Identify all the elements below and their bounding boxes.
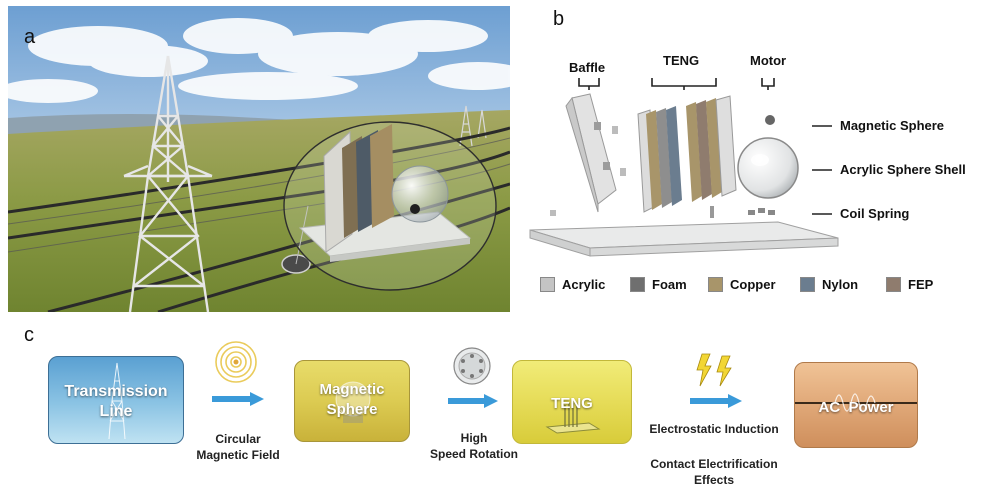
- panel-label-a: a: [24, 26, 36, 48]
- legend-swatch-acrylic: [540, 276, 555, 292]
- flow-step-1-line2: Line: [99, 403, 133, 420]
- teng-layers: [637, 95, 737, 218]
- sphere-icon: [335, 381, 371, 423]
- legend-fep: FEP: [886, 276, 933, 292]
- high-speed-rotation-icon: [453, 347, 491, 385]
- tower-icon: [108, 362, 126, 440]
- legend-swatch-nylon: [800, 276, 815, 292]
- flow-step-magnetic-sphere: Magnetic Sphere: [294, 360, 410, 442]
- caption-contact-electrification-1: Contact Electrification: [650, 457, 778, 471]
- callout-acrylic-sphere-shell: Acrylic Sphere Shell: [840, 162, 966, 177]
- flow-step-2-line1: Magnetic: [319, 381, 385, 398]
- distant-tower-icon: [459, 105, 487, 147]
- legend-swatch-foam: [630, 276, 645, 292]
- legend-acrylic: Acrylic: [540, 276, 605, 292]
- header-teng: TENG: [663, 53, 700, 68]
- flow-step-ac-power: AC Power: [794, 362, 918, 448]
- panel-label-c: c: [24, 324, 34, 346]
- clouds: [8, 18, 510, 103]
- lightning-icon: [696, 353, 732, 387]
- panel-label-b: b: [553, 8, 565, 30]
- transmission-tower-icon: [123, 55, 213, 312]
- caption-high-2: Speed Rotation: [429, 447, 518, 461]
- legend-foam: Foam: [630, 276, 687, 292]
- flow-step-4-label: AC Power: [818, 399, 894, 416]
- legend-nylon: Nylon: [800, 276, 858, 292]
- legend-label-foam: Foam: [652, 276, 687, 292]
- flow-step-transmission-line: Transmission Line: [48, 356, 184, 444]
- circular-magnetic-field-icon: [215, 341, 257, 383]
- flow-step-teng: TENG: [512, 360, 632, 444]
- callout-magnetic-sphere: Magnetic Sphere: [840, 118, 945, 133]
- caption-electrostatic-induction: Electrostatic Induction: [649, 422, 779, 436]
- flow-step-1-line1: Transmission: [64, 383, 168, 400]
- legend-label-acrylic: Acrylic: [562, 276, 606, 292]
- teng-plate-icon: [545, 403, 601, 434]
- teng-device-icon: [298, 124, 472, 262]
- flow-arrow-2: [448, 394, 498, 408]
- legend-swatch-copper: [708, 276, 723, 292]
- caption-high-1: High: [460, 431, 488, 445]
- legend-label-fep: FEP: [908, 276, 934, 292]
- header-motor: Motor: [750, 53, 787, 68]
- flow-arrow-1: [212, 392, 264, 406]
- legend-label-copper: Copper: [730, 276, 776, 292]
- caption-circular-2: Magnetic Field: [196, 448, 280, 462]
- caption-circular-1: Circular: [215, 432, 261, 446]
- flow-arrow-3: [690, 394, 742, 408]
- baffle: [550, 93, 626, 216]
- ac-waveform-icon: [795, 393, 917, 413]
- panel-a-illustration: [8, 6, 510, 312]
- motor: [737, 115, 799, 215]
- legend-swatch-fep: [886, 276, 901, 292]
- panel-b-exploded-view: [529, 78, 839, 257]
- callout-coil-spring: Coil Spring: [840, 206, 910, 221]
- header-baffle: Baffle: [569, 60, 606, 75]
- legend-copper: Copper: [708, 276, 776, 292]
- legend-label-nylon: Nylon: [822, 276, 859, 292]
- caption-contact-electrification-2: Effects: [693, 473, 734, 487]
- flow-step-3-label: TENG: [551, 395, 593, 412]
- flow-step-2-line2: Sphere: [326, 401, 378, 418]
